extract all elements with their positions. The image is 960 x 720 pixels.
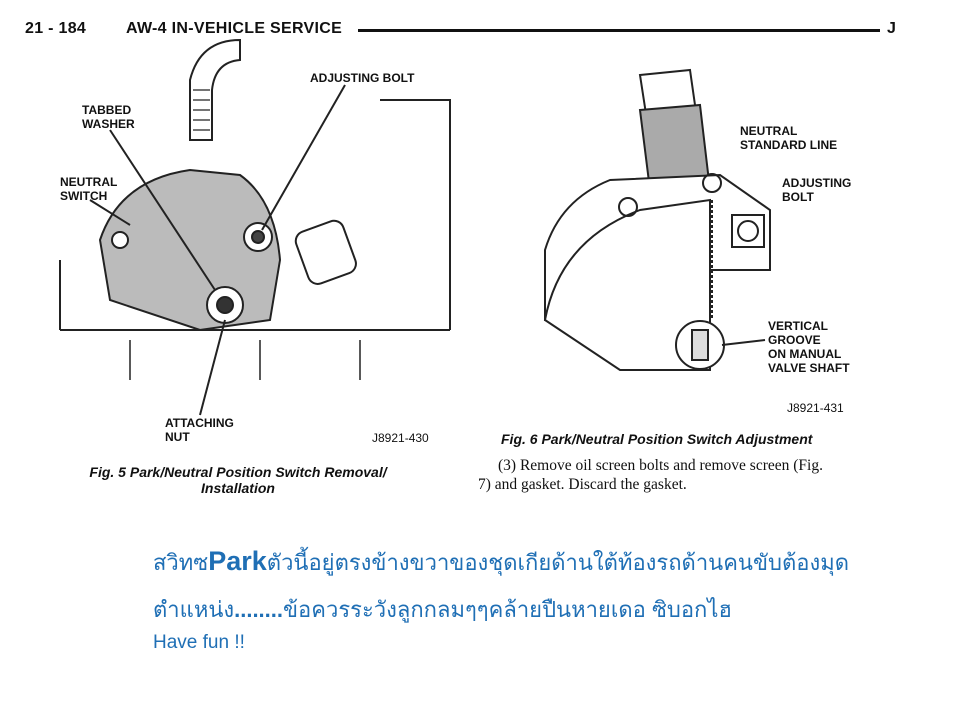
figure6-caption: Fig. 6 Park/Neutral Position Switch Adju…	[501, 431, 813, 447]
label-adjusting-bolt: ADJUSTING BOLT	[310, 71, 415, 85]
corner-letter: J	[887, 20, 897, 37]
figure5-code: J8921-430	[372, 431, 429, 445]
figure6-code: J8921-431	[787, 401, 844, 415]
page-number: 21 - 184	[25, 20, 87, 37]
section-title: AW-4 IN-VEHICLE SERVICE	[126, 20, 343, 37]
figure5-caption: Fig. 5 Park/Neutral Position Switch Remo…	[89, 464, 387, 496]
note-line-2: ตำแหน่ง........ข้อควรระวังลูกกลมๆๆคล้ายป…	[153, 597, 732, 622]
figure5-illustration	[59, 38, 771, 416]
note-line-1: สวิทซParkตัวนี้อยู่ตรงข้างขวาของชุดเกียด…	[153, 546, 850, 576]
body-paragraph: (3) Remove oil screen bolts and remove s…	[478, 457, 823, 493]
header-rule	[358, 29, 880, 32]
note-line-3: Have fun !!	[153, 632, 245, 653]
